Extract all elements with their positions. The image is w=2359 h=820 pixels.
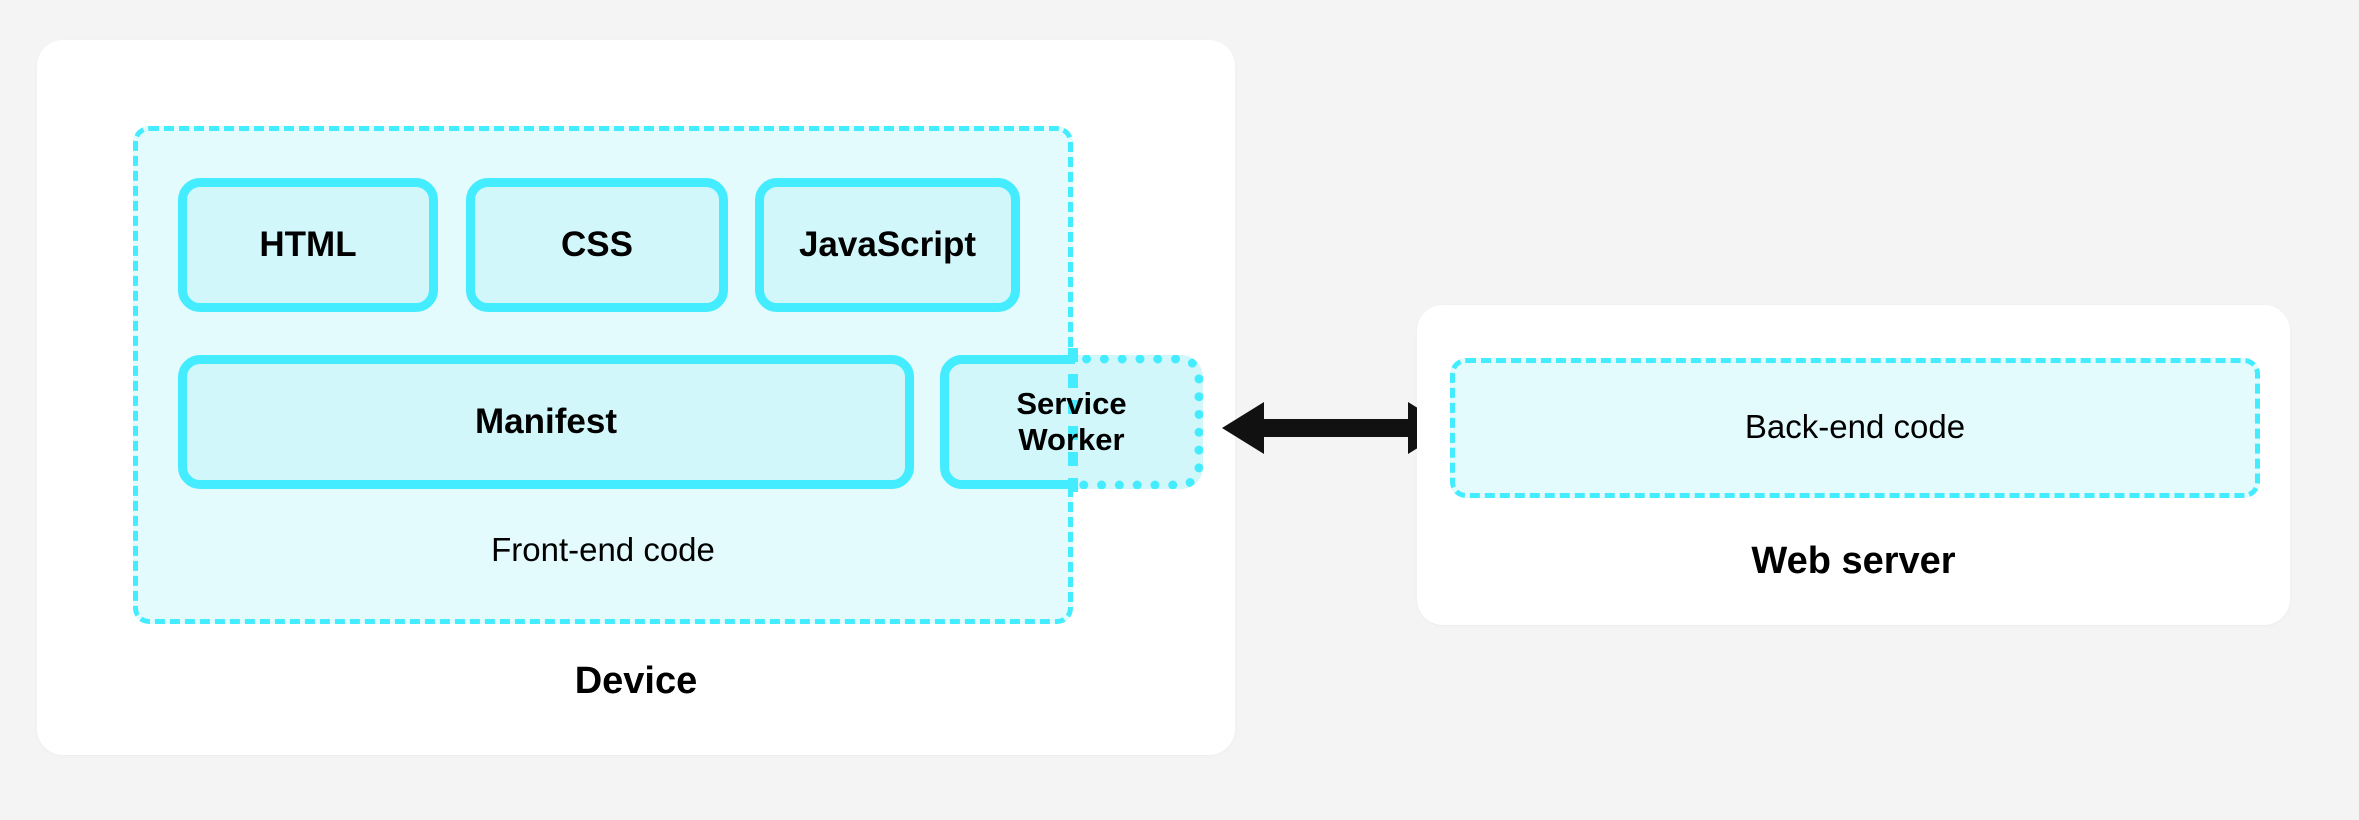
- tile-css[interactable]: CSS: [466, 178, 728, 312]
- tile-javascript-label: JavaScript: [798, 225, 977, 265]
- tile-service-worker[interactable]: [940, 355, 1203, 489]
- back-end-code-caption: Back-end code: [1744, 408, 1966, 445]
- tile-javascript[interactable]: JavaScript: [755, 178, 1020, 312]
- tile-manifest[interactable]: Manifest: [178, 355, 914, 489]
- device-caption: Device: [574, 660, 698, 702]
- tile-manifest-label: Manifest: [475, 402, 617, 442]
- tile-html-label: HTML: [259, 225, 357, 265]
- tile-css-label: CSS: [561, 225, 633, 265]
- back-end-code-region: [1450, 358, 2260, 498]
- front-end-code-caption: Front-end code: [491, 531, 715, 568]
- tile-html[interactable]: HTML: [178, 178, 438, 312]
- double-headed-arrow-icon: [1222, 402, 1450, 454]
- web-server-caption: Web server: [1751, 540, 1956, 582]
